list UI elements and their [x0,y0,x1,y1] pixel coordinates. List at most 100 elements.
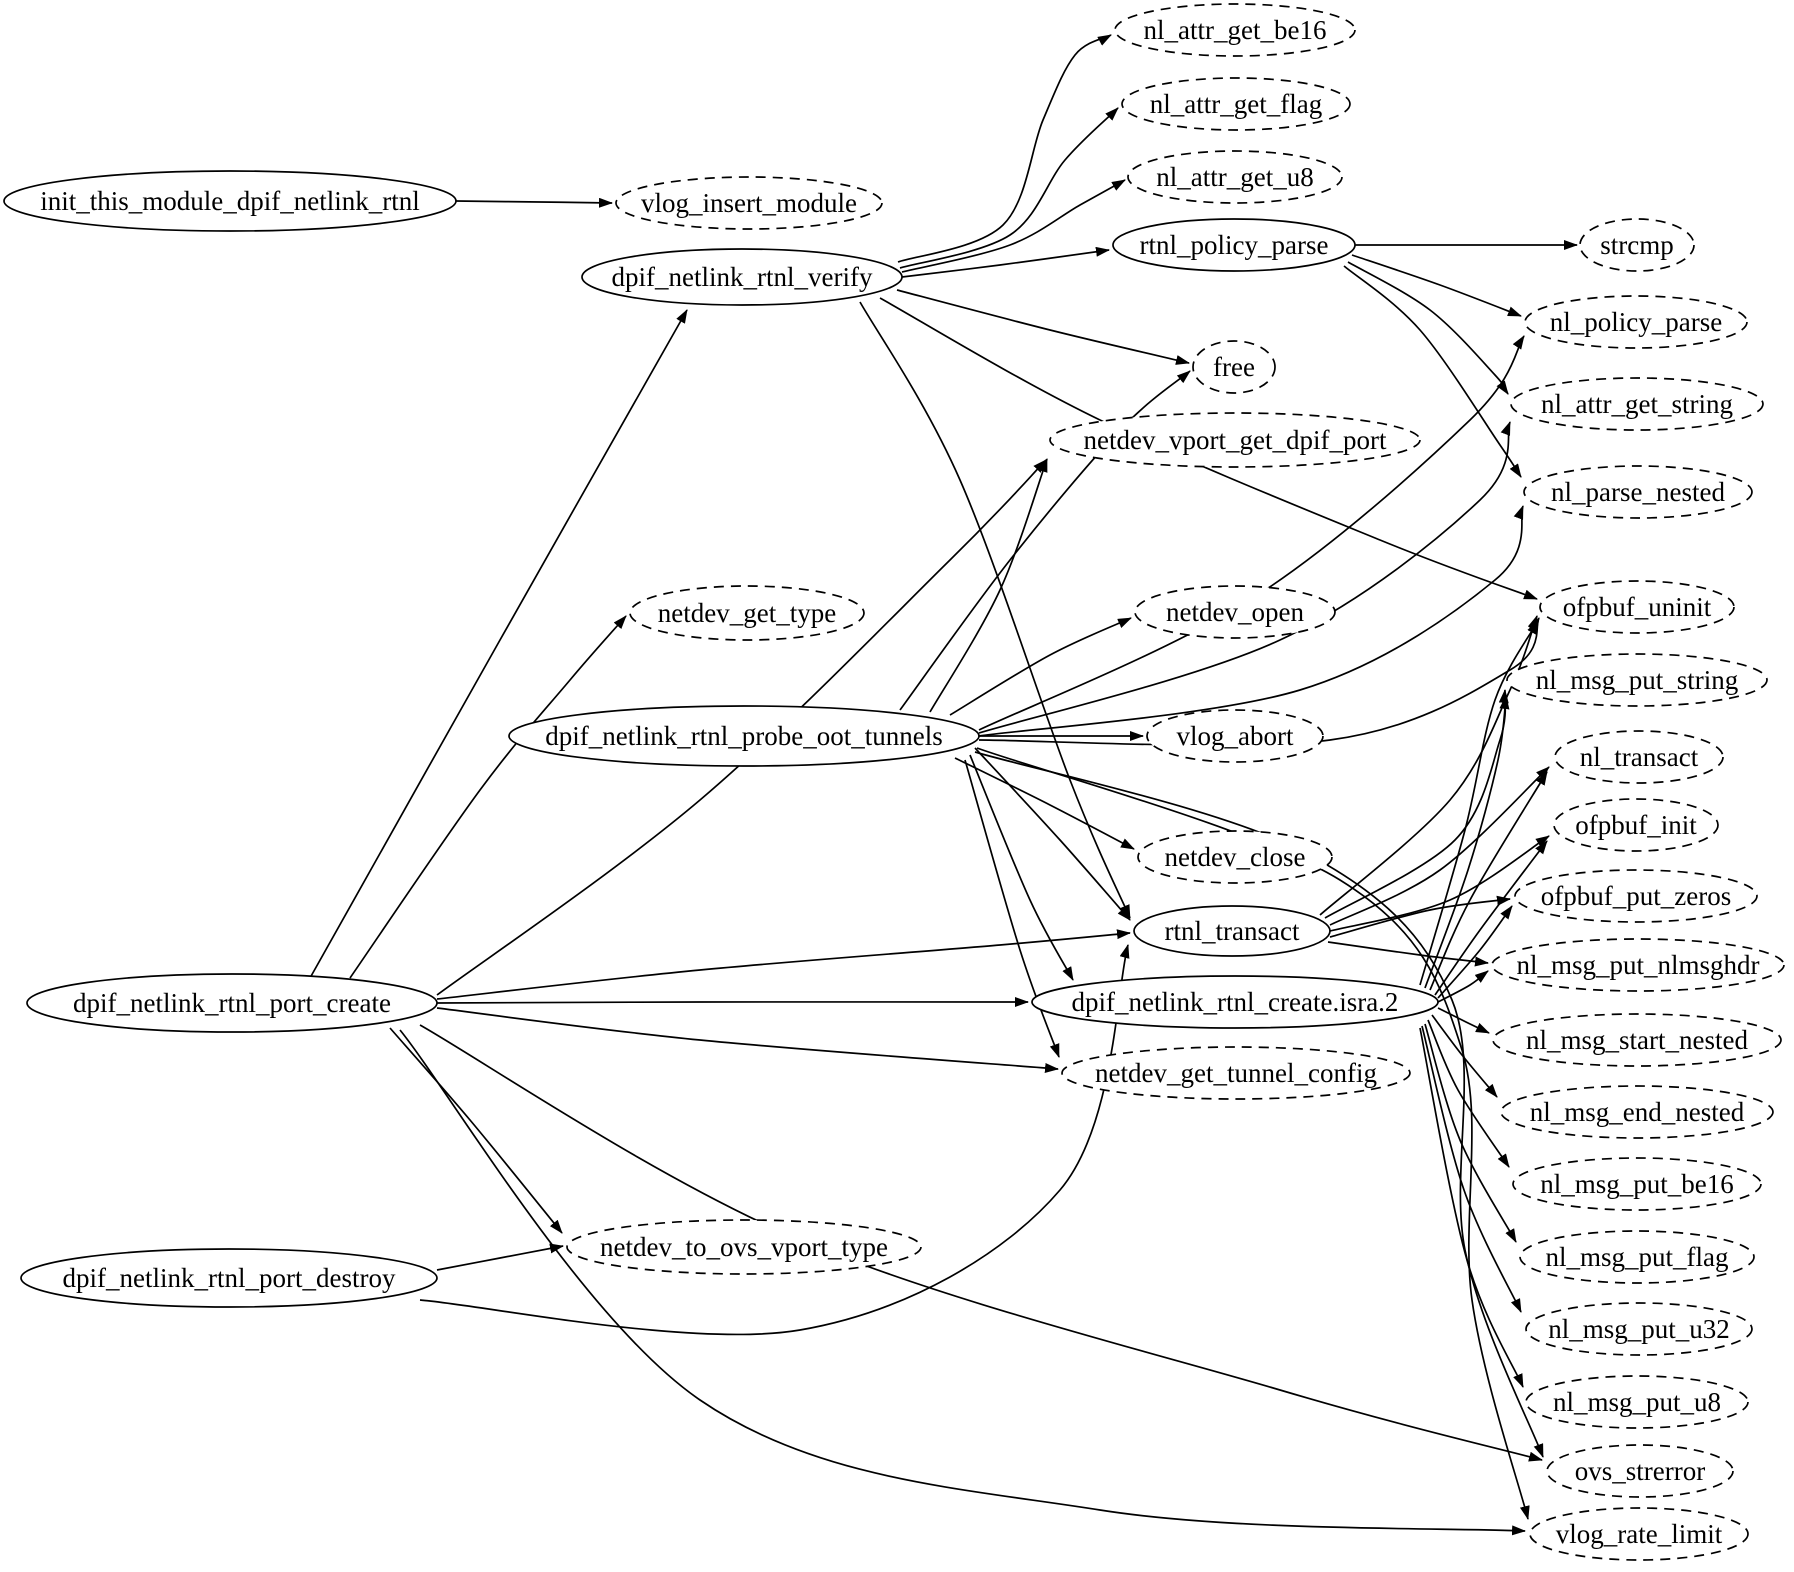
node-ellipse-nl_msg_start_nested [1492,1013,1782,1067]
node-ovs_strerror: ovs_strerror [1546,1444,1734,1498]
node-ellipse-nl_attr_get_flag [1121,77,1351,131]
node-label-strcmp: strcmp [1600,230,1674,260]
edge-dpif_netlink_rtnl_probe_oot_tunnels->nl_parse_nested [978,505,1524,737]
node-label-nl_attr_get_be16: nl_attr_get_be16 [1144,15,1327,45]
node-label-netdev_get_tunnel_config: netdev_get_tunnel_config [1095,1058,1377,1088]
edge-dpif_netlink_rtnl_create.isra.2->nl_msg_put_u32 [1421,1025,1522,1313]
edge-dpif_netlink_rtnl_create.isra.2->nl_transact [1429,771,1548,991]
node-nl_msg_put_u8: nl_msg_put_u8 [1525,1375,1749,1429]
node-ellipse-free [1192,340,1276,394]
node-label-nl_transact: nl_transact [1580,742,1699,772]
edge-rtnl_transact->ofpbuf_uninit [1319,615,1538,916]
node-label-ovs_strerror: ovs_strerror [1575,1456,1705,1486]
node-dpif_netlink_rtnl_port_create: dpif_netlink_rtnl_port_create [26,973,438,1033]
edge-dpif_netlink_rtnl_port_create->dpif_netlink_rtnl_create.isra.2 [436,996,1029,1007]
node-label-nl_attr_get_string: nl_attr_get_string [1541,389,1733,419]
node-label-nl_parse_nested: nl_parse_nested [1551,477,1725,507]
edge-dpif_netlink_rtnl_probe_oot_tunnels->nl_attr_get_string [978,421,1511,734]
node-ellipse-nl_msg_put_be16 [1512,1157,1762,1211]
edge-rtnl_policy_parse->nl_attr_get_string [1347,261,1509,395]
node-vlog_abort: vlog_abort [1146,709,1324,763]
node-netdev_vport_get_dpif_port: netdev_vport_get_dpif_port [1049,412,1421,468]
edge-dpif_netlink_rtnl_probe_oot_tunnels->nl_policy_parse [978,335,1525,731]
edge-dpif_netlink_rtnl_port_create->netdev_get_tunnel_config [436,1007,1059,1073]
node-ellipse-netdev_to_ovs_vport_type [566,1219,922,1275]
node-ellipse-vlog_rate_limit [1529,1507,1749,1561]
node-nl_msg_put_be16: nl_msg_put_be16 [1512,1157,1762,1211]
edge-dpif_netlink_rtnl_probe_oot_tunnels->netdev_close [954,757,1135,850]
node-nl_attr_get_string: nl_attr_get_string [1510,377,1764,431]
edge-dpif_netlink_rtnl_verify->rtnl_policy_parse [901,246,1110,278]
edge-dpif_netlink_rtnl_create.isra.2->ofpbuf_init [1434,840,1548,996]
edges-layer [309,34,1578,1536]
node-label-nl_attr_get_u8: nl_attr_get_u8 [1156,162,1313,192]
node-ellipse-nl_transact [1554,730,1724,784]
node-ellipse-nl_msg_put_flag [1519,1230,1755,1284]
edge-rtnl_transact->nl_transact [1329,766,1550,926]
node-ellipse-netdev_get_tunnel_config [1061,1046,1411,1100]
node-netdev_get_type: netdev_get_type [629,585,865,641]
node-rtnl_policy_parse: rtnl_policy_parse [1112,218,1356,272]
edge-dpif_netlink_rtnl_create.isra.2->nl_msg_put_string [1424,695,1510,989]
node-label-rtnl_policy_parse: rtnl_policy_parse [1140,230,1329,260]
node-label-nl_msg_put_flag: nl_msg_put_flag [1546,1242,1729,1272]
node-ellipse-nl_msg_put_u32 [1525,1302,1753,1356]
node-nl_policy_parse: nl_policy_parse [1524,295,1748,349]
edge-dpif_netlink_rtnl_create.isra.2->nl_msg_put_u8 [1419,1027,1524,1388]
node-nl_transact: nl_transact [1554,730,1724,784]
node-dpif_netlink_rtnl_port_destroy: dpif_netlink_rtnl_port_destroy [20,1248,438,1308]
node-label-dpif_netlink_rtnl_port_create: dpif_netlink_rtnl_port_create [73,988,391,1018]
edge-dpif_netlink_rtnl_verify->nl_attr_get_u8 [901,179,1126,273]
node-label-nl_msg_start_nested: nl_msg_start_nested [1526,1025,1748,1055]
node-ellipse-netdev_vport_get_dpif_port [1049,412,1421,468]
node-label-dpif_netlink_rtnl_verify: dpif_netlink_rtnl_verify [612,262,873,292]
node-ellipse-nl_msg_put_nlmsghdr [1491,938,1785,992]
node-label-nl_msg_put_be16: nl_msg_put_be16 [1540,1169,1734,1199]
node-nl_msg_put_flag: nl_msg_put_flag [1519,1230,1755,1284]
node-nl_parse_nested: nl_parse_nested [1523,465,1753,519]
node-label-rtnl_transact: rtnl_transact [1165,916,1300,946]
node-ellipse-ofpbuf_uninit [1539,580,1735,634]
node-ellipse-nl_msg_put_string [1506,653,1768,707]
node-ellipse-rtnl_policy_parse [1112,218,1356,272]
node-ellipse-netdev_close [1137,830,1333,884]
node-nl_msg_put_string: nl_msg_put_string [1506,653,1768,707]
node-label-nl_msg_put_string: nl_msg_put_string [1536,665,1739,695]
node-label-nl_msg_put_u8: nl_msg_put_u8 [1553,1387,1721,1417]
node-ellipse-vlog_insert_module [615,176,883,230]
node-ellipse-ofpbuf_put_zeros [1514,869,1758,923]
edge-dpif_netlink_rtnl_probe_oot_tunnels->netdev_get_tunnel_config [964,759,1060,1058]
node-netdev_to_ovs_vport_type: netdev_to_ovs_vport_type [566,1219,922,1275]
node-rtnl_transact: rtnl_transact [1133,905,1331,957]
edge-dpif_netlink_rtnl_verify->nl_attr_get_flag [899,107,1119,269]
node-free: free [1192,340,1276,394]
node-netdev_get_tunnel_config: netdev_get_tunnel_config [1061,1046,1411,1100]
edge-dpif_netlink_rtnl_probe_oot_tunnels->netdev_vport_get_dpif_port [929,458,1048,713]
edge-dpif_netlink_rtnl_port_create->dpif_netlink_rtnl_verify [309,309,688,979]
edge-rtnl_transact->nl_msg_put_nlmsghdr [1327,941,1489,967]
node-label-netdev_open: netdev_open [1166,597,1304,627]
node-ellipse-nl_policy_parse [1524,295,1748,349]
node-ellipse-dpif_netlink_rtnl_port_destroy [20,1248,438,1308]
edge-dpif_netlink_rtnl_probe_oot_tunnels->ofpbuf_uninit [978,617,1540,747]
node-ellipse-vlog_abort [1146,709,1324,763]
node-nl_msg_start_nested: nl_msg_start_nested [1492,1013,1782,1067]
node-label-dpif_netlink_rtnl_port_destroy: dpif_netlink_rtnl_port_destroy [63,1263,396,1293]
edge-dpif_netlink_rtnl_verify->rtnl_transact [859,301,1131,919]
edge-dpif_netlink_rtnl_create.isra.2->nl_msg_put_nlmsghdr [1437,970,1489,1003]
edge-rtnl_transact->ofpbuf_put_zeros [1329,895,1511,938]
node-ellipse-nl_msg_put_u8 [1525,1375,1749,1429]
edge-dpif_netlink_rtnl_create.isra.2->ofpbuf_put_zeros [1437,905,1513,999]
node-netdev_open: netdev_open [1134,585,1336,639]
node-dpif_netlink_rtnl_verify: dpif_netlink_rtnl_verify [581,248,903,306]
node-ellipse-strcmp [1579,218,1695,272]
edge-dpif_netlink_rtnl_probe_oot_tunnels->ovs_strerror [974,751,1544,1458]
node-vlog_rate_limit: vlog_rate_limit [1529,1507,1749,1561]
edge-dpif_netlink_rtnl_create.isra.2->ofpbuf_uninit [1419,620,1539,986]
edge-dpif_netlink_rtnl_port_create->netdev_get_type [349,615,627,979]
node-nl_attr_get_be16: nl_attr_get_be16 [1114,3,1356,57]
node-label-vlog_abort: vlog_abort [1177,721,1294,751]
edge-init_this_module_dpif_netlink_rtnl->vlog_insert_module [455,197,613,208]
